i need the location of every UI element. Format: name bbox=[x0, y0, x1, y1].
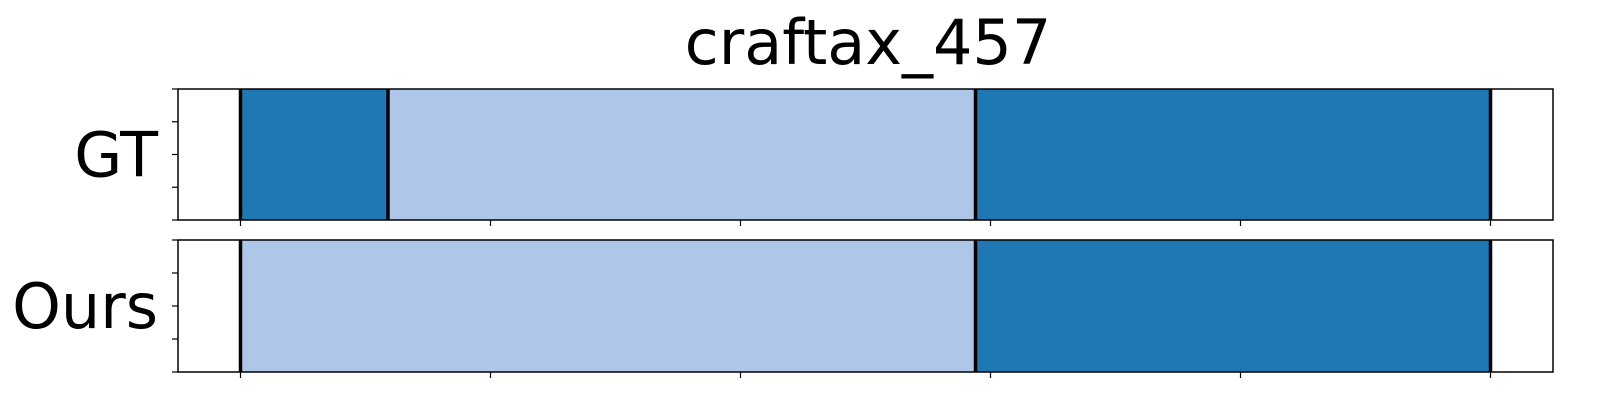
row-label-ours: Ours bbox=[12, 270, 158, 343]
panels: GT Ours bbox=[12, 88, 1554, 378]
chart-title: craftax_457 bbox=[685, 6, 1052, 79]
segment-gt-1 bbox=[388, 89, 976, 220]
segment-ours-0 bbox=[240, 240, 976, 372]
row-label-gt: GT bbox=[74, 119, 159, 192]
segment-ours-1 bbox=[975, 240, 1491, 372]
segment-gt-2 bbox=[975, 89, 1491, 220]
segment-gt-0 bbox=[240, 89, 388, 220]
